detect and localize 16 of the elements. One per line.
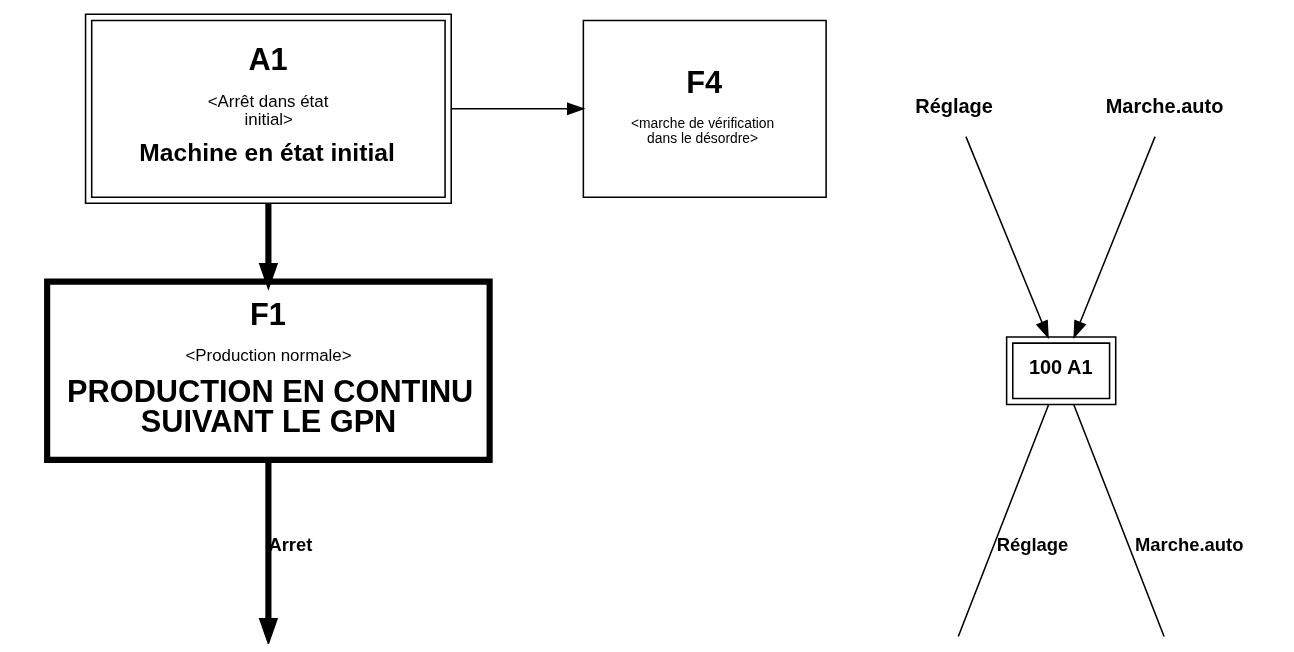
node-box: 100 A1	[1005, 336, 1116, 406]
edge-label: Réglage	[996, 534, 1068, 556]
node-box: F1 <Production normale> PRODUCTION EN CONTINU SUIVANT LE GPN	[43, 278, 493, 463]
node-text: Réglage	[914, 94, 993, 117]
arrow	[964, 135, 1049, 340]
connector	[1072, 403, 1165, 638]
node-text: Marche.auto	[1105, 94, 1223, 117]
arrow	[1072, 135, 1156, 340]
node-box: F4 <marche de vérification dans le désordre>	[582, 19, 827, 198]
arrow	[450, 102, 585, 116]
connector	[957, 403, 1049, 638]
arrow	[258, 203, 278, 291]
arrow	[258, 460, 278, 644]
edge-label: Arret	[267, 534, 312, 556]
node-box: A1 <Arrêt dans état initial> Machine en état initial	[84, 13, 452, 205]
edge-label: Marche.auto	[1134, 534, 1243, 556]
